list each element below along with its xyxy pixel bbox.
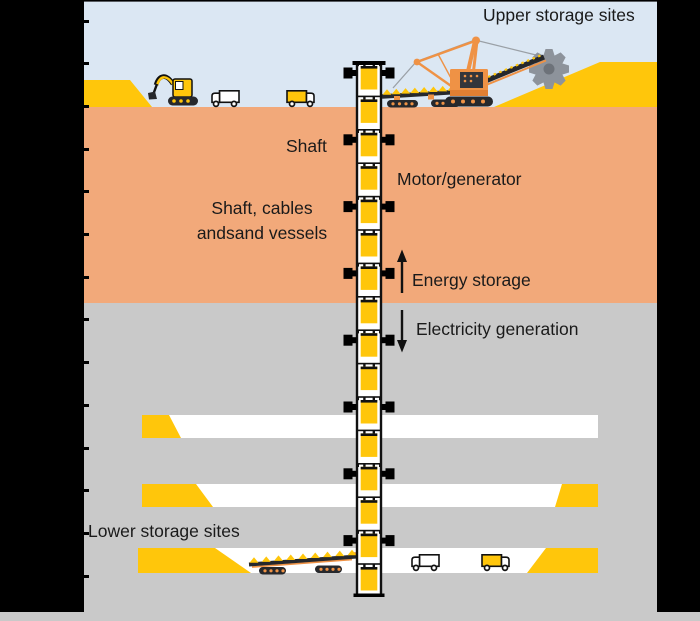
- belt-conveyor-icon: [248, 549, 363, 575]
- bucket-wheel-icon: [529, 49, 569, 89]
- shaft-structure: [343, 61, 395, 597]
- energy-storage-arrow-up: [397, 249, 407, 293]
- axis-tick: [84, 361, 89, 365]
- axis-tick: [84, 531, 89, 535]
- truck-icon: [411, 554, 440, 572]
- shaft-bottom-bar: [353, 593, 385, 597]
- tunnel-2-right-sand: [555, 484, 598, 507]
- tunnel-1-left-sand: [142, 415, 181, 438]
- axis-tick: [84, 104, 89, 108]
- label-motor-generator: Motor/generator: [397, 169, 522, 189]
- label-shaft-cables-vessels: Shaft, cables andsand vessels: [186, 196, 338, 246]
- left-crop-bar: [0, 0, 84, 612]
- axis-tick: [84, 489, 89, 493]
- tunnel-3-right-sand: [527, 548, 598, 573]
- right-crop-bar: [657, 0, 700, 612]
- upper-left-sand-mound: [84, 80, 152, 107]
- axis-tick: [84, 190, 89, 194]
- label-shaft: Shaft: [286, 136, 327, 156]
- axis-tick: [84, 574, 89, 578]
- axis-tick: [84, 275, 89, 279]
- label-lower-storage-sites: Lower storage sites: [88, 521, 240, 541]
- axis-tick: [84, 147, 89, 151]
- axis-tick: [84, 403, 89, 407]
- sand-vessel-icon: [343, 62, 395, 591]
- label-shaft-cables-line1: Shaft, cables: [211, 198, 313, 218]
- electricity-generation-arrow-down: [397, 310, 407, 353]
- axis-tick: [84, 19, 89, 23]
- truck-icon: [481, 554, 510, 572]
- top-crop-line: [84, 0, 657, 2]
- label-shaft-cables-line2: andsand vessels: [196, 223, 328, 243]
- label-energy-storage: Energy storage: [412, 270, 531, 290]
- shaft-rail-right: [379, 62, 383, 596]
- bucket-wheel-excavator-icon: [392, 36, 569, 107]
- excavator-icon: [148, 74, 198, 106]
- axis-tick: [84, 446, 89, 450]
- shaft-head-bar: [352, 61, 386, 65]
- truck-icon: [286, 90, 315, 108]
- tunnel-3-left-sand-pile: [138, 548, 251, 573]
- tunnel-2-left-sand: [142, 484, 213, 507]
- belt-conveyor-icon: [381, 85, 460, 108]
- label-electricity-generation: Electricity generation: [416, 319, 579, 339]
- label-upper-storage-sites: Upper storage sites: [483, 5, 635, 25]
- truck-icon: [211, 90, 240, 108]
- axis-tick: [84, 233, 89, 236]
- upper-right-sand-slope: [494, 62, 657, 107]
- axis-tick: [84, 62, 89, 66]
- shaft-rail-left: [355, 62, 359, 596]
- axis-tick: [84, 318, 89, 322]
